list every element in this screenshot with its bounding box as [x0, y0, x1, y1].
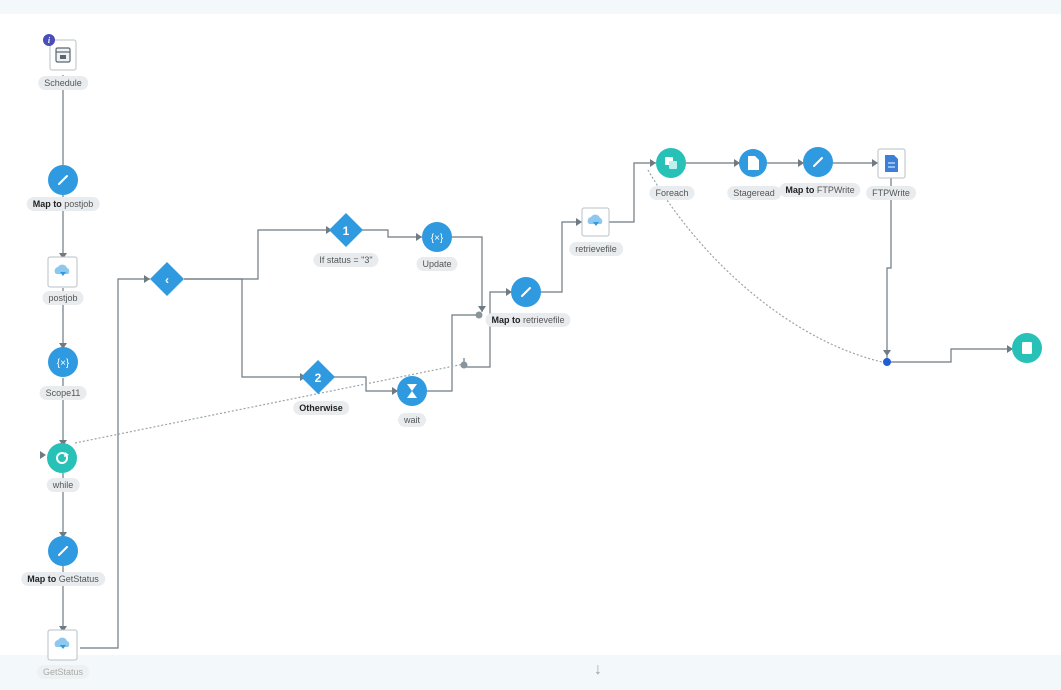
case1-label: If status = "3" [313, 253, 379, 267]
scope11-node[interactable]: {×} [48, 347, 78, 377]
wait-node[interactable] [397, 376, 427, 406]
cloud-connector-icon [54, 637, 70, 649]
connector-arrowheads [40, 159, 1013, 632]
map-target-name: postjob [61, 199, 94, 209]
map-getstatus-node[interactable] [48, 536, 78, 566]
switch-node[interactable]: ‹ [150, 262, 184, 296]
braces-icon: {×} [431, 233, 444, 244]
scope11-label: Scope11 [39, 386, 87, 400]
postjob-node[interactable] [47, 256, 78, 288]
map-getstatus-label: Map to GetStatus [21, 572, 105, 586]
while-label: while [46, 478, 80, 492]
braces-icon: {×} [57, 358, 70, 369]
file-icon [748, 156, 759, 170]
map-ftpwrite-label: Map to FTPWrite [779, 183, 861, 197]
stop-icon [1022, 342, 1032, 354]
map-wand-icon [58, 175, 68, 185]
ftpwrite-node[interactable] [877, 148, 906, 179]
merge-point [475, 311, 483, 319]
ftpwrite-label: FTPWrite [866, 186, 916, 200]
cloud-connector-icon [587, 214, 603, 226]
map-wand-icon [58, 546, 68, 556]
merge-point [460, 361, 468, 369]
hourglass-icon [407, 384, 417, 398]
map-ftpwrite-node[interactable] [803, 147, 833, 177]
case2-number: 2 [315, 371, 322, 385]
stageread-node[interactable] [739, 149, 767, 177]
retrievefile-node[interactable] [581, 207, 610, 237]
connector-lines [62, 75, 1013, 649]
map-to-prefix: Map to [785, 185, 815, 195]
map-wand-icon [813, 157, 823, 167]
foreach-icon [665, 157, 677, 169]
case2-node[interactable]: 2 [301, 360, 335, 394]
map-target-name: FTPWrite [814, 185, 855, 195]
info-badge-glyph: i [48, 36, 51, 45]
cloud-connector-icon [54, 264, 70, 276]
calendar-icon [55, 47, 71, 63]
map-target-name: GetStatus [56, 574, 99, 584]
foreach-node[interactable] [656, 148, 686, 178]
schedule-label: Schedule [38, 76, 88, 90]
ftp-file-icon [885, 155, 898, 172]
map-postjob-node[interactable] [48, 165, 78, 195]
bottom-scroll-band [0, 655, 1061, 690]
postjob-label: postjob [42, 291, 84, 305]
schedule-node[interactable]: i [43, 34, 77, 71]
map-to-prefix: Map to [32, 199, 62, 209]
info-badge-icon [43, 34, 55, 46]
map-to-prefix: Map to [27, 574, 57, 584]
map-postjob-label: Map to postjob [26, 197, 100, 211]
join-point [883, 358, 891, 366]
case2-label: Otherwise [293, 401, 349, 415]
update-node[interactable]: {×} [422, 222, 452, 252]
getstatus-label: GetStatus [36, 665, 90, 679]
top-toolbar-band [0, 0, 1061, 14]
end-node[interactable] [1012, 333, 1042, 363]
while-node[interactable] [47, 443, 77, 473]
foreach-loop-return-line [647, 169, 883, 363]
map-retrievefile-node[interactable] [511, 277, 541, 307]
foreach-label: Foreach [649, 186, 695, 200]
update-label: Update [416, 257, 458, 271]
map-target-name: retrievefile [520, 315, 565, 325]
wait-label: wait [397, 413, 427, 427]
map-wand-icon [521, 287, 531, 297]
retrievefile-label: retrievefile [569, 242, 623, 256]
case1-number: 1 [343, 224, 350, 238]
scroll-down-icon[interactable]: ↓ [594, 661, 602, 678]
case1-node[interactable]: 1 [329, 213, 363, 247]
map-to-prefix: Map to [491, 315, 521, 325]
stageread-label: Stageread [727, 186, 781, 200]
switch-diamond-icon: ‹ [165, 273, 169, 287]
map-retrievefile-label: Map to retrievefile [485, 313, 571, 327]
loop-icon [56, 452, 69, 464]
getstatus-node[interactable] [47, 629, 78, 661]
